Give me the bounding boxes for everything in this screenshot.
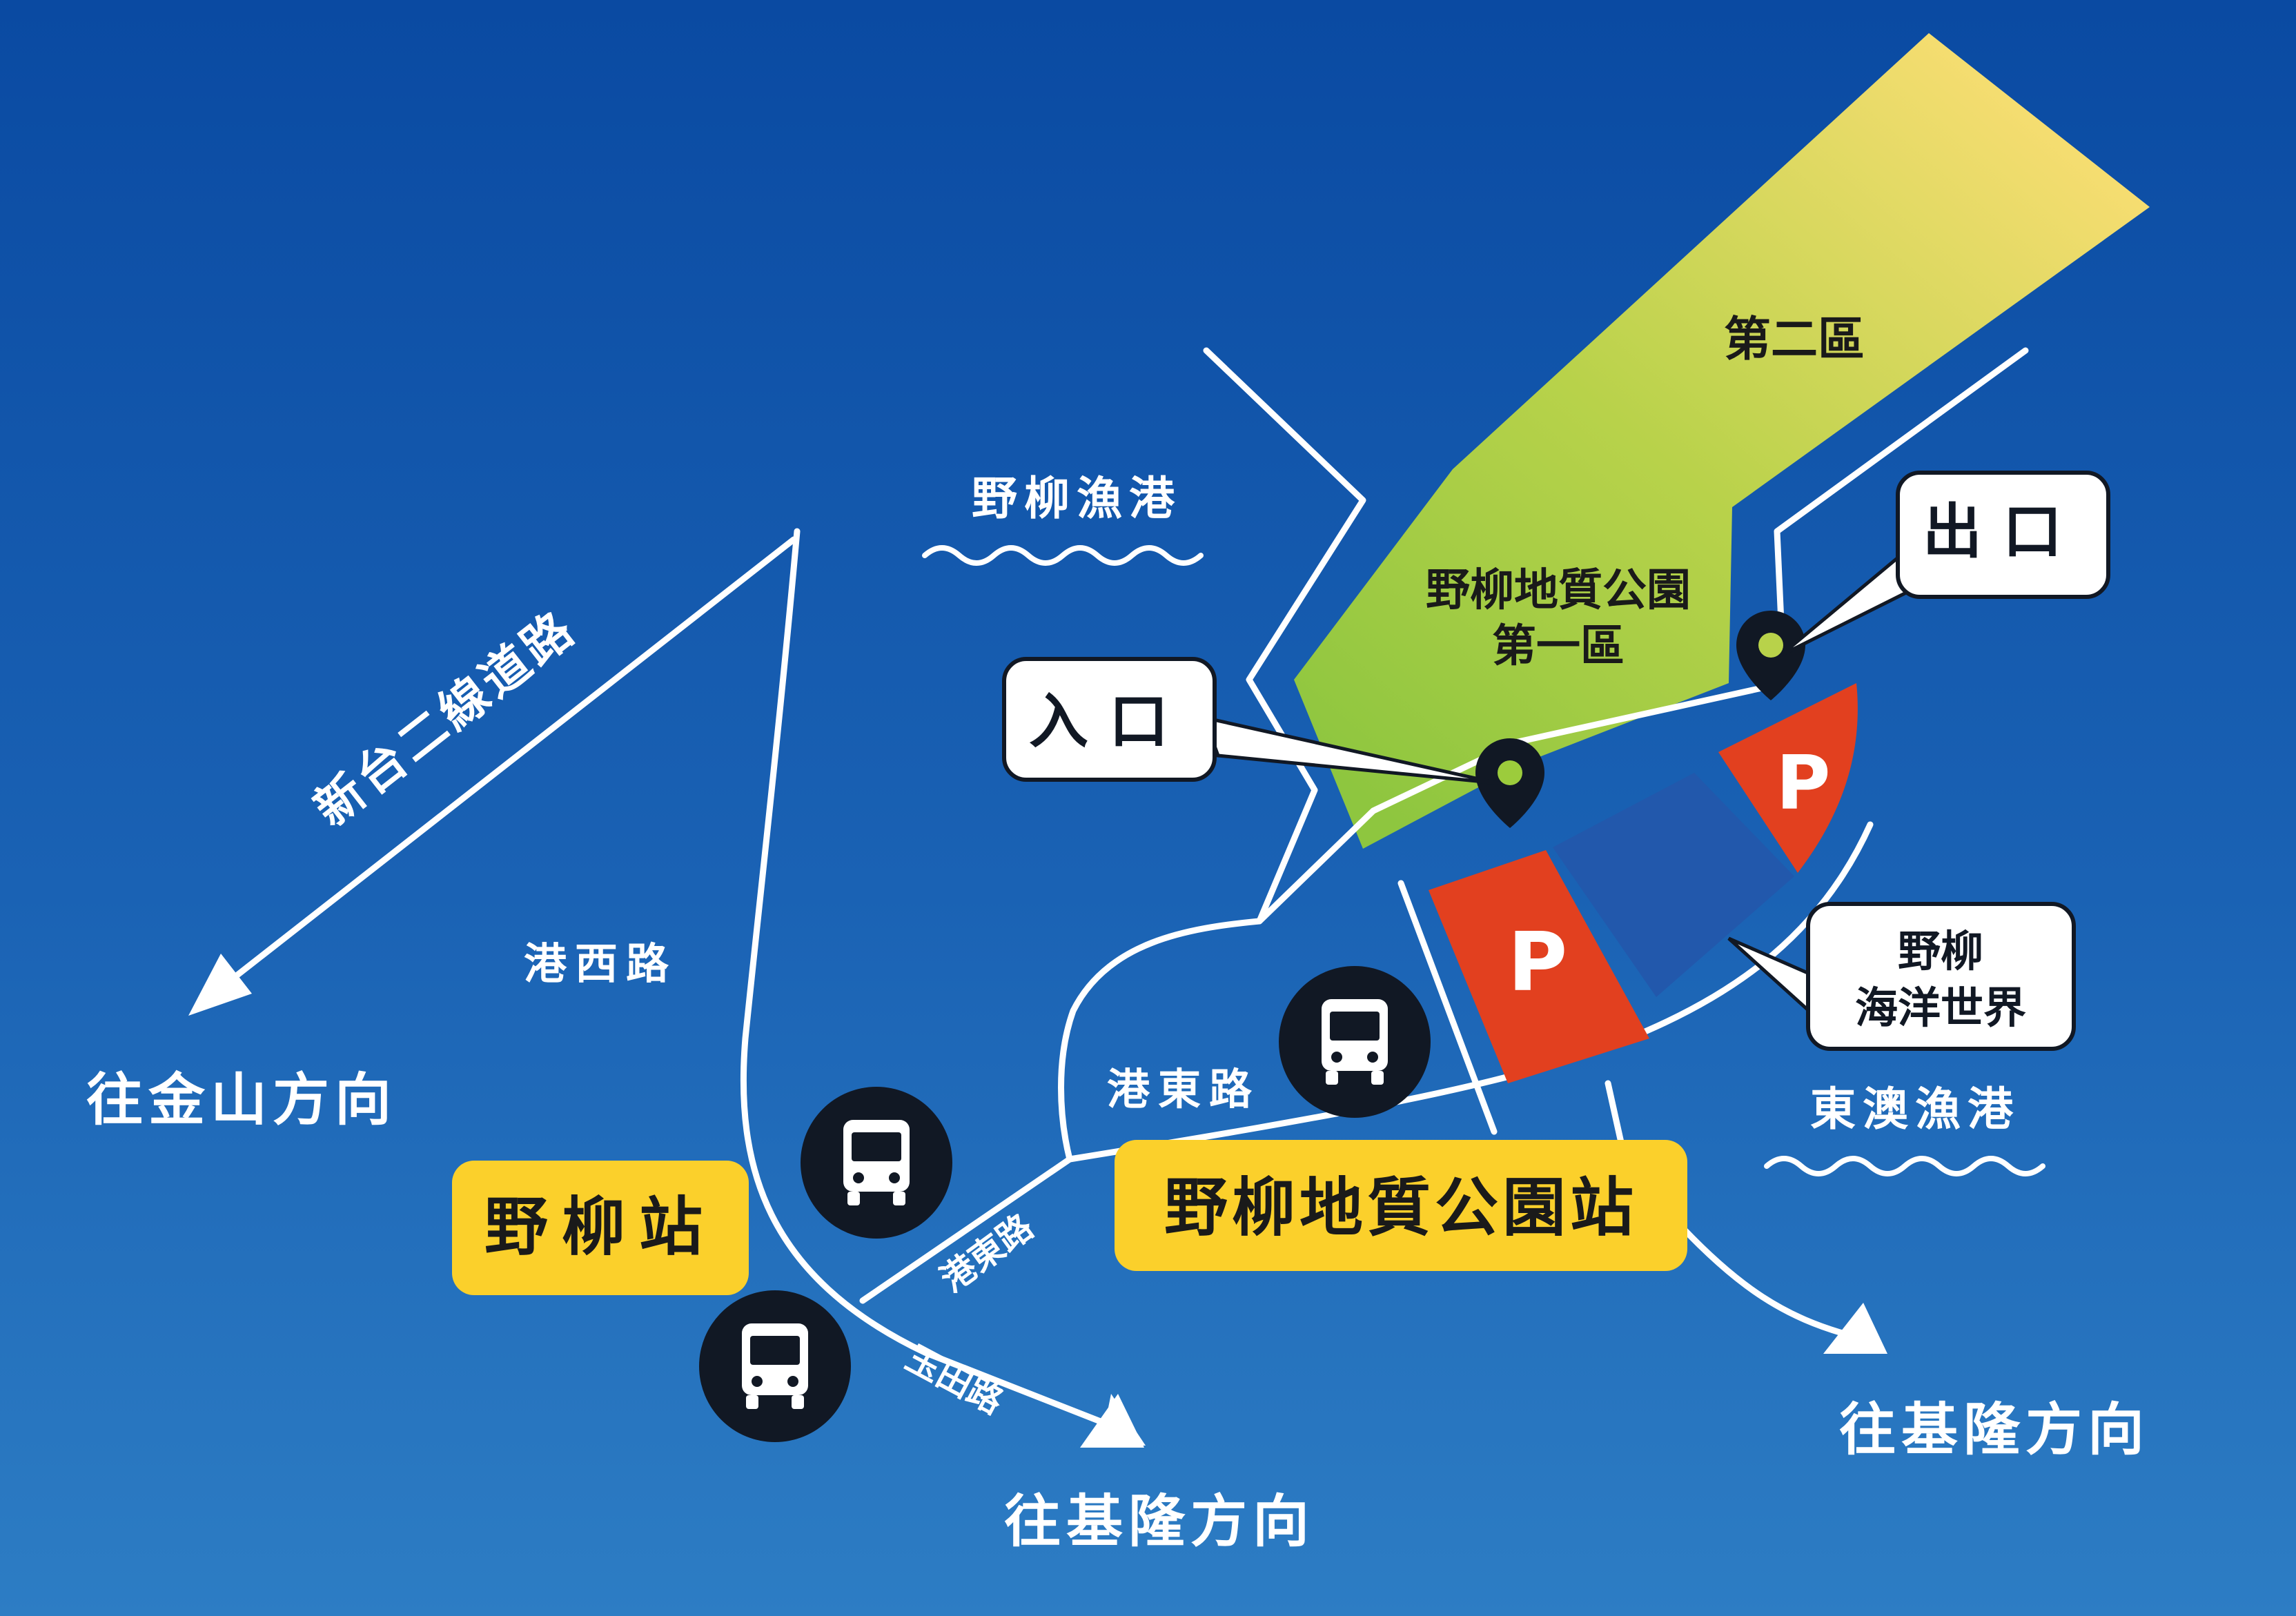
peninsula-outline-west — [1203, 347, 1366, 925]
yehliu-station-label: 野柳站 — [484, 1190, 716, 1264]
exit-label: 出口 — [1923, 497, 2083, 566]
bus-icon — [699, 1290, 851, 1442]
map-pin-icon — [1736, 611, 1805, 700]
arrow-new-tai2 — [188, 536, 797, 1016]
dongao-harbor-label: 東澳漁港 — [1810, 1083, 2020, 1136]
bus-icon — [1279, 966, 1431, 1118]
ocean-world-callout — [1806, 902, 2076, 1051]
parking-icon: P — [1776, 740, 1830, 827]
yehliu-harbor-label: 野柳漁港 — [972, 472, 1181, 525]
parking-lot-b — [1718, 683, 1858, 873]
zone-one-label-line1: 野柳地質公園 — [1426, 565, 1691, 616]
gangdong-road-label-upper: 港東路 — [1107, 1064, 1260, 1114]
peninsula-outline-east — [1058, 347, 2029, 1163]
zone-one-label-line2: 第一區 — [1492, 621, 1625, 672]
wave-icon — [922, 545, 1204, 566]
ocean-world-label-line2: 海洋世界 — [1855, 983, 2026, 1033]
geopark-zone — [1294, 33, 2150, 849]
entrance-callout — [1002, 657, 1217, 782]
road-east — [1605, 1080, 1853, 1339]
exit-callout — [1896, 471, 2110, 599]
arrow-icon — [1080, 1394, 1144, 1448]
parking-area: P P — [1429, 683, 1858, 1083]
gangxi-road-label: 港西路 — [524, 938, 677, 989]
map-pin-icon — [1475, 738, 1544, 828]
ocean-world-block — [1553, 773, 1794, 997]
geopark-station-label: 野柳地質公園站 — [1164, 1171, 1638, 1245]
bus-icon — [801, 1087, 952, 1239]
arrow-icon — [1823, 1303, 1887, 1354]
to-jinshan-label: 往金山方向 — [86, 1067, 397, 1133]
road-gangxi — [740, 528, 1121, 1432]
entrance-label: 入口 — [1029, 687, 1189, 756]
to-keelung-left-label: 往基隆方向 — [1004, 1489, 1315, 1555]
wave-icon — [1764, 1156, 2045, 1176]
road-gangdong-lower — [859, 1156, 1073, 1304]
parking-icon: P — [1508, 914, 1567, 1009]
to-keelung-right-label: 往基隆方向 — [1839, 1397, 2150, 1463]
arrow-icon — [188, 954, 252, 1016]
yehliu-station-badge — [452, 1161, 749, 1295]
parking-divider — [1397, 880, 1498, 1135]
zone-two-label: 第二區 — [1724, 313, 1865, 367]
geopark-station-badge — [1115, 1140, 1687, 1271]
ocean-world-label-line1: 野柳 — [1898, 926, 1983, 976]
parking-lot-a — [1429, 850, 1649, 1083]
